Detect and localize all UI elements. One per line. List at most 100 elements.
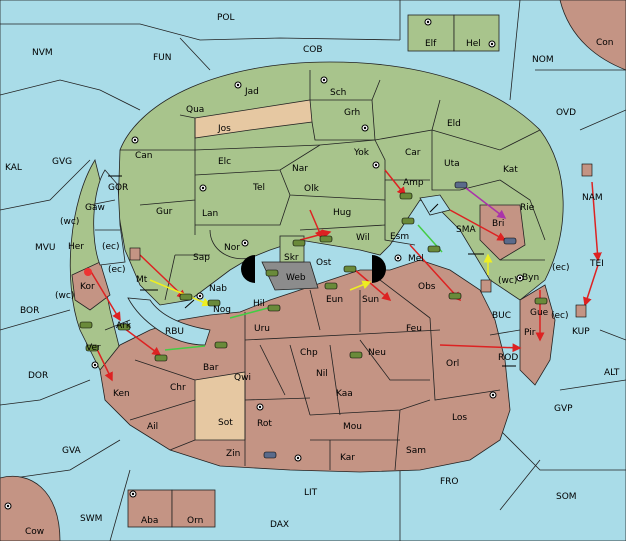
svg-text:(ec): (ec) <box>551 311 569 321</box>
svg-text:Web: Web <box>286 273 306 283</box>
svg-text:Bar: Bar <box>203 363 219 373</box>
label-fro: FRO <box>440 477 459 487</box>
label-som: SOM <box>556 492 577 502</box>
svg-text:Esm: Esm <box>390 232 409 242</box>
label-ovd: OVD <box>556 108 576 118</box>
svg-text:Lan: Lan <box>202 209 218 219</box>
svg-text:Kor: Kor <box>80 282 95 292</box>
label-dor: DOR <box>28 371 48 381</box>
label-mvu: MVU <box>35 243 56 253</box>
label-alt: ALT <box>604 368 620 378</box>
label-kal: KAL <box>5 163 22 173</box>
svg-text:Orl: Orl <box>446 359 459 369</box>
passage-arrows <box>108 175 516 367</box>
svg-text:Elc: Elc <box>218 157 231 167</box>
svg-text:Olk: Olk <box>304 184 320 194</box>
svg-text:Hil: Hil <box>253 299 265 309</box>
svg-text:Nor: Nor <box>224 243 240 253</box>
label-con: Con <box>596 38 614 48</box>
svg-text:Her: Her <box>68 242 84 252</box>
svg-text:Kat: Kat <box>503 165 518 175</box>
svg-text:Sun: Sun <box>362 295 379 305</box>
label-sma: SMA <box>456 225 476 235</box>
svg-text:Gaw: Gaw <box>85 203 105 213</box>
svg-text:(ec): (ec) <box>108 265 126 275</box>
svg-text:Uta: Uta <box>444 159 460 169</box>
svg-text:Ail: Ail <box>147 422 158 432</box>
svg-text:Gur: Gur <box>156 207 173 217</box>
svg-text:Can: Can <box>135 151 153 161</box>
svg-text:Nar: Nar <box>292 164 308 174</box>
province-orn[interactable] <box>171 489 216 528</box>
svg-text:Sch: Sch <box>330 88 346 98</box>
svg-text:Ark: Ark <box>116 321 132 331</box>
svg-text:Zin: Zin <box>226 449 240 459</box>
svg-text:Elf: Elf <box>425 39 437 49</box>
svg-text:(wc): (wc) <box>60 217 79 227</box>
order-arrows <box>89 169 602 382</box>
svg-text:Rie: Rie <box>520 203 535 213</box>
label-gva: GVA <box>62 446 82 456</box>
svg-text:Feu: Feu <box>406 324 422 334</box>
label-nom: NOM <box>532 55 554 65</box>
supply-centers <box>4 18 524 510</box>
label-nam: NAM <box>582 193 603 203</box>
army-units <box>79 163 593 459</box>
svg-text:Skr: Skr <box>284 253 299 263</box>
svg-text:Neu: Neu <box>368 348 386 358</box>
svg-text:Yok: Yok <box>353 148 370 158</box>
svg-text:Aba: Aba <box>141 516 158 526</box>
sea-rbu[interactable] <box>127 297 211 346</box>
svg-text:Los: Los <box>452 413 467 423</box>
svg-text:Hug: Hug <box>333 208 351 218</box>
convoy-marker-west <box>241 255 255 283</box>
svg-text:Mel: Mel <box>408 254 424 264</box>
svg-text:Obs: Obs <box>418 282 436 292</box>
svg-text:Kar: Kar <box>340 453 355 463</box>
label-mt: Mt <box>136 275 148 285</box>
svg-text:Tel: Tel <box>252 183 265 193</box>
svg-text:Eld: Eld <box>447 119 461 129</box>
svg-text:(wc): (wc) <box>498 276 517 286</box>
svg-text:Sap: Sap <box>193 253 210 263</box>
svg-text:Rot: Rot <box>257 419 272 429</box>
svg-text:Bri: Bri <box>492 219 504 229</box>
svg-text:Byn: Byn <box>522 273 539 283</box>
svg-text:Chr: Chr <box>170 383 186 393</box>
svg-text:Uru: Uru <box>254 324 270 334</box>
svg-text:Gue: Gue <box>530 308 549 318</box>
svg-text:Kaa: Kaa <box>336 389 353 399</box>
svg-text:Amp: Amp <box>403 178 424 188</box>
sea-gor[interactable] <box>93 169 126 266</box>
label-pol: POL <box>217 13 235 23</box>
label-gvg: GVG <box>52 157 72 167</box>
svg-text:Pir: Pir <box>524 328 536 338</box>
label-kup: KUP <box>572 327 590 337</box>
coast-labels: (wc) (ec) (ec) (wc) (wc) (ec) (ec) <box>55 217 570 321</box>
svg-text:Wil: Wil <box>356 233 370 243</box>
svg-text:Car: Car <box>405 148 421 158</box>
label-swm: SWM <box>80 514 102 524</box>
svg-text:(wc): (wc) <box>55 291 74 301</box>
svg-text:Orn: Orn <box>187 516 203 526</box>
svg-text:Mou: Mou <box>343 422 362 432</box>
svg-text:Hel: Hel <box>466 39 481 49</box>
province-kor[interactable] <box>71 261 111 311</box>
label-fun: FUN <box>153 53 172 63</box>
svg-text:(ec): (ec) <box>552 263 570 273</box>
svg-text:Ver: Ver <box>86 343 101 353</box>
label-cob: COB <box>303 45 323 55</box>
svg-text:Qua: Qua <box>186 105 204 115</box>
label-bor: BOR <box>20 306 39 316</box>
svg-text:Chp: Chp <box>300 348 318 358</box>
province-borders <box>89 70 546 471</box>
label-rod: ROD <box>498 353 518 363</box>
label-tei: TEI <box>589 259 604 269</box>
label-nvm: NVM <box>32 48 53 58</box>
label-dax: DAX <box>270 520 289 530</box>
label-lit: LIT <box>304 488 318 498</box>
svg-text:Ken: Ken <box>113 389 130 399</box>
svg-text:(ec): (ec) <box>102 242 120 252</box>
